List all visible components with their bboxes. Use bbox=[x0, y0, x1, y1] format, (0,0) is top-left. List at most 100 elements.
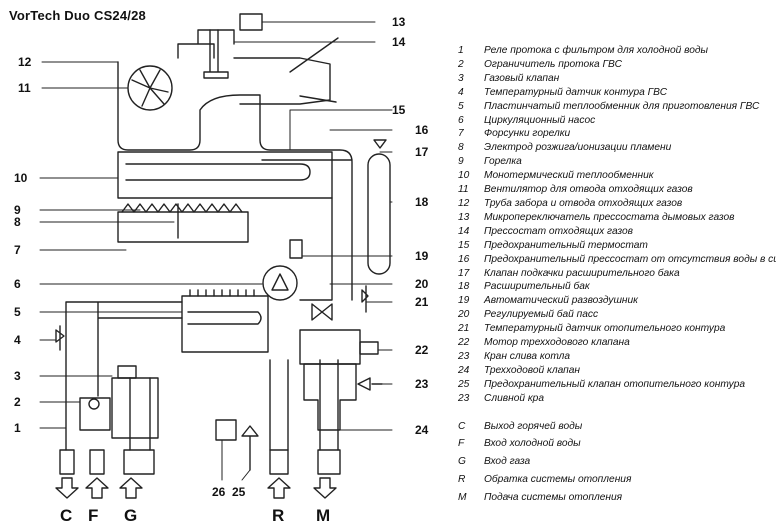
connection-legend-letter: G bbox=[458, 456, 466, 468]
legend-text: Регулируемый бай пасс bbox=[484, 309, 599, 321]
legend-text: Автоматический развоздушник bbox=[484, 295, 638, 307]
flow-switch bbox=[79, 397, 111, 431]
heat-exchanger bbox=[117, 151, 333, 199]
heating-flow bbox=[319, 359, 339, 451]
fitting-c bbox=[59, 449, 75, 475]
fitting-g bbox=[123, 449, 155, 475]
callout-15: 15 bbox=[392, 103, 406, 117]
legend-number: 9 bbox=[458, 156, 464, 168]
legend-number: 23 bbox=[458, 392, 470, 404]
connection-legend-letter: M bbox=[458, 492, 467, 504]
pump-circle bbox=[262, 265, 298, 301]
legend-number: 2 bbox=[458, 58, 464, 70]
connection-legend-item: C Выход горячей воды bbox=[458, 420, 776, 434]
callout-16: 16 bbox=[415, 123, 429, 137]
expansion-tank bbox=[367, 153, 391, 275]
connection-legend-text: Вход газа bbox=[484, 456, 531, 468]
legend-number: 8 bbox=[458, 142, 464, 154]
legend-text: Ограничитель протока ГВС bbox=[484, 58, 622, 70]
callout-21: 21 bbox=[415, 295, 429, 309]
burner-flames bbox=[121, 203, 243, 213]
legend-number: 4 bbox=[458, 86, 464, 98]
legend-item: 9 Горелка bbox=[458, 155, 776, 169]
connection-legend-text: Вход холодной воды bbox=[484, 438, 581, 450]
connection-c: C bbox=[60, 506, 72, 525]
burner bbox=[117, 211, 249, 243]
leader-lines bbox=[39, 21, 393, 481]
legend-item: 4 Температурный датчик контура ГВС bbox=[458, 86, 776, 100]
legend-text: Сливной кра bbox=[484, 392, 544, 404]
legend-number: 5 bbox=[458, 100, 464, 112]
flue-arrow-bottom bbox=[299, 95, 337, 103]
connection-r: R bbox=[272, 506, 284, 525]
connection-legend-text: Выход горячей воды bbox=[484, 420, 583, 432]
plate-exchanger bbox=[181, 295, 269, 353]
plate-coil bbox=[187, 311, 262, 325]
drain-tap bbox=[215, 419, 237, 441]
connection-g: G bbox=[124, 506, 137, 525]
gas-pipe bbox=[129, 377, 151, 451]
arrow-g bbox=[119, 477, 143, 499]
arrow-f bbox=[85, 477, 109, 499]
legend-number: 20 bbox=[458, 309, 470, 321]
connection-legend-letter: F bbox=[458, 438, 465, 450]
connection-legend-letter: C bbox=[458, 420, 466, 432]
bypass-valve bbox=[311, 303, 333, 321]
legend-text: Вентилятор для отвода отходящих газов bbox=[484, 184, 693, 196]
callout-19: 19 bbox=[415, 249, 429, 263]
callout-9: 9 bbox=[14, 203, 21, 217]
legend-text: Труба забора и отвода отходящих газов bbox=[484, 197, 683, 209]
legend-number: 23 bbox=[458, 350, 470, 362]
fitting-f bbox=[89, 449, 105, 475]
legend-text: Температурный датчик отопительного конту… bbox=[484, 323, 726, 335]
flue-duct bbox=[177, 29, 235, 59]
callout-20: 20 bbox=[415, 277, 429, 291]
connection-legend-letter: R bbox=[458, 474, 466, 486]
legend-number: 19 bbox=[458, 295, 470, 307]
legend-text: Расширительный бак bbox=[484, 281, 590, 293]
legend-text: Монотермический теплообменник bbox=[484, 170, 654, 182]
legend-text: Трехходовой клапан bbox=[484, 364, 581, 376]
motor-connector bbox=[359, 341, 379, 355]
callout-10: 10 bbox=[14, 171, 28, 185]
callout-8: 8 bbox=[14, 215, 21, 229]
tank-valve bbox=[373, 139, 387, 149]
callout-5: 5 bbox=[14, 305, 21, 319]
legend-text: Циркуляционный насос bbox=[484, 114, 596, 126]
callout-2: 2 bbox=[14, 395, 21, 409]
legend-number: 12 bbox=[458, 197, 470, 209]
callout-7: 7 bbox=[14, 243, 21, 257]
callout-25: 25 bbox=[232, 485, 246, 499]
casing-outline bbox=[117, 61, 353, 301]
flue-arrow-top bbox=[289, 37, 339, 73]
flue-exhaust bbox=[233, 57, 331, 105]
pump-arrow bbox=[271, 273, 289, 291]
diagram-title: VorTech Duo CS24/28 bbox=[9, 8, 146, 23]
callout-12: 12 bbox=[18, 55, 32, 69]
callout-4: 4 bbox=[14, 333, 21, 347]
legend-text: Форсунки горелки bbox=[484, 128, 571, 140]
legend-text: Температурный датчик контура ГВС bbox=[484, 86, 668, 98]
legend-text: Горелка bbox=[484, 156, 522, 168]
legend-item: 23 Сливной кра bbox=[458, 392, 776, 406]
gas-valve-head bbox=[117, 365, 137, 379]
callout-18: 18 bbox=[415, 195, 429, 209]
flow-limiter bbox=[88, 398, 100, 410]
pressostat-box bbox=[239, 13, 263, 31]
